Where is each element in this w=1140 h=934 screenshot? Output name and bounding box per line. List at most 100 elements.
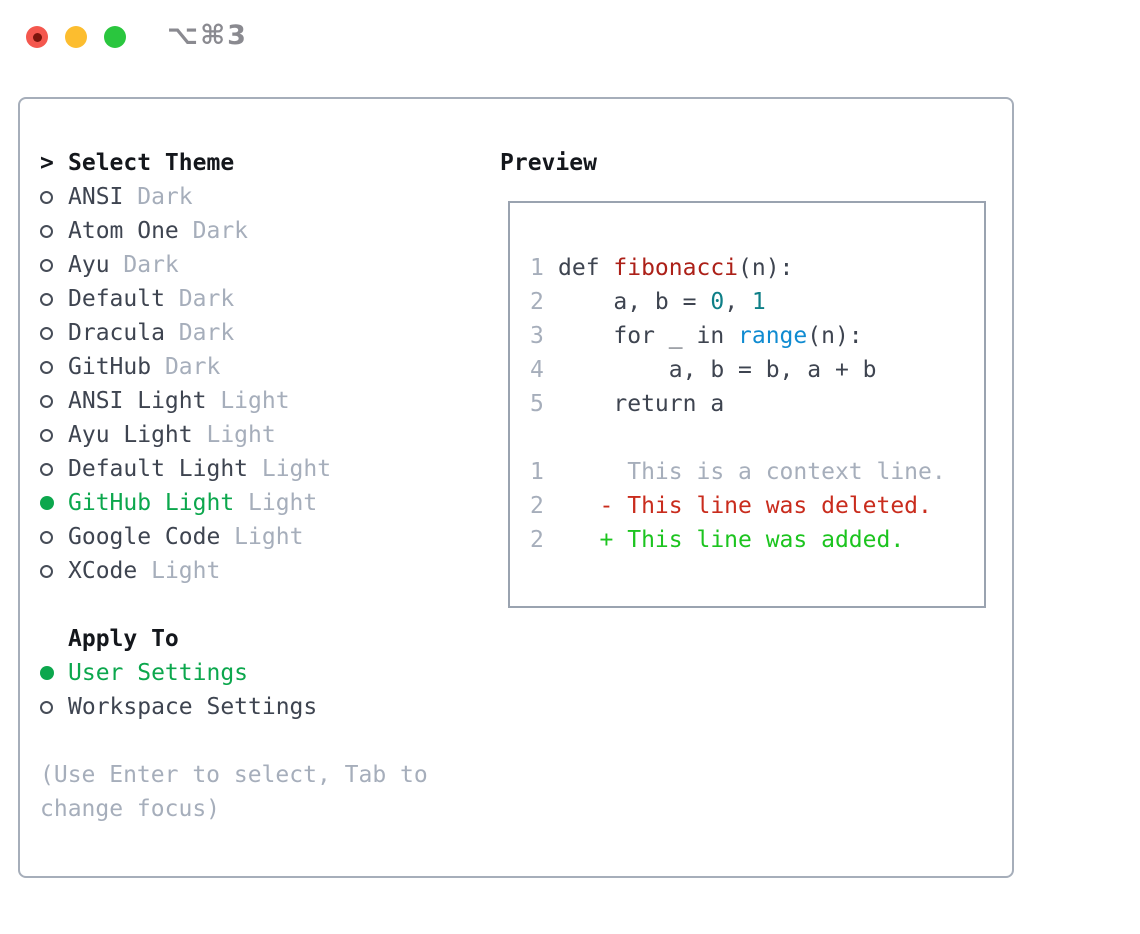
theme-option-google-code[interactable]: Google Code Light [40, 520, 428, 554]
theme-variant: Dark [164, 320, 235, 346]
open-circle-icon [40, 462, 53, 476]
theme-option-default[interactable]: Default Dark [40, 282, 428, 316]
code-line: 2 + This line was added. [530, 523, 946, 557]
close-button[interactable] [26, 26, 48, 48]
code-segment: (n): [807, 323, 863, 349]
apply-option-label: Workspace Settings [68, 694, 318, 720]
theme-variant: Dark [109, 252, 179, 278]
theme-option-ansi-light[interactable]: ANSI Light Light [40, 384, 428, 418]
help-text-content: change focus) [40, 796, 221, 822]
help-text: (Use Enter to select, Tab to change focus… [40, 758, 428, 826]
apply-option-workspace-settings[interactable]: Workspace Settings [40, 690, 428, 724]
spacer-row [40, 724, 428, 758]
apply-option-user-settings[interactable]: User Settings [40, 656, 428, 690]
theme-option-ansi[interactable]: ANSI Dark [40, 180, 428, 214]
theme-name: Ayu [68, 252, 110, 278]
line-number: 3 [530, 323, 544, 349]
code-segment: (n): [738, 255, 794, 281]
theme-option-github-light[interactable]: GitHub Light Light [40, 486, 428, 520]
theme-option-atom-one[interactable]: Atom One Dark [40, 214, 428, 248]
theme-variant: Dark [151, 354, 221, 380]
code-line: 2 - This line was deleted. [530, 489, 946, 523]
code-segment: This is a context line. [558, 459, 946, 485]
theme-option-dracula[interactable]: Dracula Dark [40, 316, 428, 350]
code-segment: a, b = [558, 289, 711, 315]
theme-variant: Light [137, 558, 221, 584]
open-circle-icon [40, 700, 53, 714]
keyboard-shortcut-label: ⌥⌘3 [167, 20, 248, 51]
theme-name: GitHub Light [68, 490, 235, 516]
line-number: 1 [530, 255, 544, 281]
code-line: 2 a, b = 0, 1 [530, 285, 946, 319]
code-segment: 1 [751, 289, 766, 315]
radio-unselected-icon [40, 530, 68, 544]
filled-circle-icon [40, 666, 54, 680]
radio-unselected-icon [40, 394, 68, 408]
line-number: 2 [530, 493, 544, 519]
filled-circle-icon [40, 496, 54, 510]
select-theme-header-row: > Select Theme [40, 146, 428, 180]
code-segment: 0 [710, 289, 725, 315]
radio-unselected-icon [40, 564, 68, 578]
theme-name: Default [68, 286, 165, 312]
theme-variant: Light [206, 388, 290, 414]
radio-selected-icon [40, 666, 68, 680]
code-segment: for _ in [558, 323, 739, 349]
open-circle-icon [40, 360, 53, 374]
theme-variant: Light [192, 422, 276, 448]
theme-option-github[interactable]: GitHub Dark [40, 350, 428, 384]
radio-unselected-icon [40, 190, 68, 204]
radio-unselected-icon [40, 428, 68, 442]
theme-name: Google Code [68, 524, 221, 550]
theme-name: Ayu Light [68, 422, 193, 448]
radio-unselected-icon [40, 292, 68, 306]
help-text-line: (Use Enter to select, Tab to [40, 758, 428, 792]
preview-header: Preview [500, 150, 597, 176]
theme-option-xcode[interactable]: XCode Light [40, 554, 428, 588]
theme-option-ayu-light[interactable]: Ayu Light Light [40, 418, 428, 452]
theme-name: Default Light [68, 456, 249, 482]
minimize-button[interactable] [65, 26, 87, 48]
theme-option-default-light[interactable]: Default Light Light [40, 452, 428, 486]
spacer-row [40, 588, 428, 622]
apply-option-label: User Settings [68, 660, 249, 686]
radio-unselected-icon [40, 462, 68, 476]
radio-unselected-icon [40, 258, 68, 272]
theme-variant: Light [248, 456, 332, 482]
help-text-content: (Use Enter to select, Tab to [40, 762, 428, 788]
prompt-marker: > [40, 150, 68, 176]
theme-variant: Dark [164, 286, 235, 312]
open-circle-icon [40, 258, 53, 272]
line-number: 5 [530, 391, 544, 417]
apply-to-header: Apply To [68, 626, 179, 652]
code-line [530, 421, 946, 455]
theme-name: Atom One [68, 218, 179, 244]
code-segment: return a [558, 391, 725, 417]
code-segment: , [724, 289, 752, 315]
theme-name: GitHub [68, 354, 152, 380]
code-segment: a, b = b, a + b [558, 357, 877, 383]
theme-variant: Light [220, 524, 304, 550]
theme-name: XCode [68, 558, 138, 584]
radio-selected-icon [40, 496, 68, 510]
code-line: 3 for _ in range(n): [530, 319, 946, 353]
line-number: 4 [530, 357, 544, 383]
zoom-button[interactable] [104, 26, 126, 48]
open-circle-icon [40, 190, 53, 204]
title-bar: ⌥⌘3 [0, 0, 1140, 75]
code-line: 1 This is a context line. [530, 455, 946, 489]
apply-to-header-row: Apply To [40, 622, 428, 656]
line-number: 1 [530, 459, 544, 485]
theme-variant: Dark [178, 218, 249, 244]
code-segment: + This line was added. [558, 527, 905, 553]
open-circle-icon [40, 224, 53, 238]
radio-unselected-icon [40, 700, 68, 714]
theme-option-ayu[interactable]: Ayu Dark [40, 248, 428, 282]
code-line: 5 return a [530, 387, 946, 421]
